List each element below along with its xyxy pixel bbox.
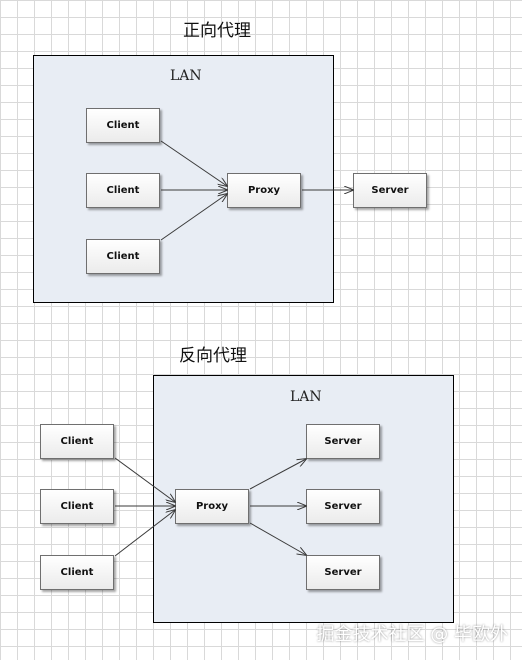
forward-proxy-title: 正向代理 [183, 21, 251, 41]
forward-client-1[interactable]: Client [86, 108, 160, 143]
reverse-arrow-proxy-server3 [249, 522, 306, 555]
reverse-server-1[interactable]: Server [306, 424, 380, 459]
forward-lan-label: LAN [170, 68, 202, 84]
reverse-proxy-title: 反向代理 [179, 346, 247, 366]
reverse-arrow-client3-proxy [114, 510, 175, 557]
reverse-proxy[interactable]: Proxy [175, 489, 249, 524]
reverse-client-1[interactable]: Client [40, 424, 114, 459]
reverse-arrow-proxy-server1 [249, 459, 306, 490]
watermark: 掘金技术社区 @ 毕欧外 [316, 624, 508, 645]
forward-client-2[interactable]: Client [86, 173, 160, 208]
forward-arrow-client1-proxy [160, 140, 227, 186]
reverse-lan-label: LAN [290, 389, 322, 405]
reverse-client-3[interactable]: Client [40, 555, 114, 590]
reverse-server-2[interactable]: Server [306, 489, 380, 524]
reverse-server-3[interactable]: Server [306, 555, 380, 590]
reverse-arrow-client1-proxy [114, 457, 175, 502]
forward-arrow-client3-proxy [160, 194, 227, 241]
reverse-client-2[interactable]: Client [40, 489, 114, 524]
forward-client-3[interactable]: Client [86, 239, 160, 274]
forward-proxy[interactable]: Proxy [227, 173, 301, 208]
